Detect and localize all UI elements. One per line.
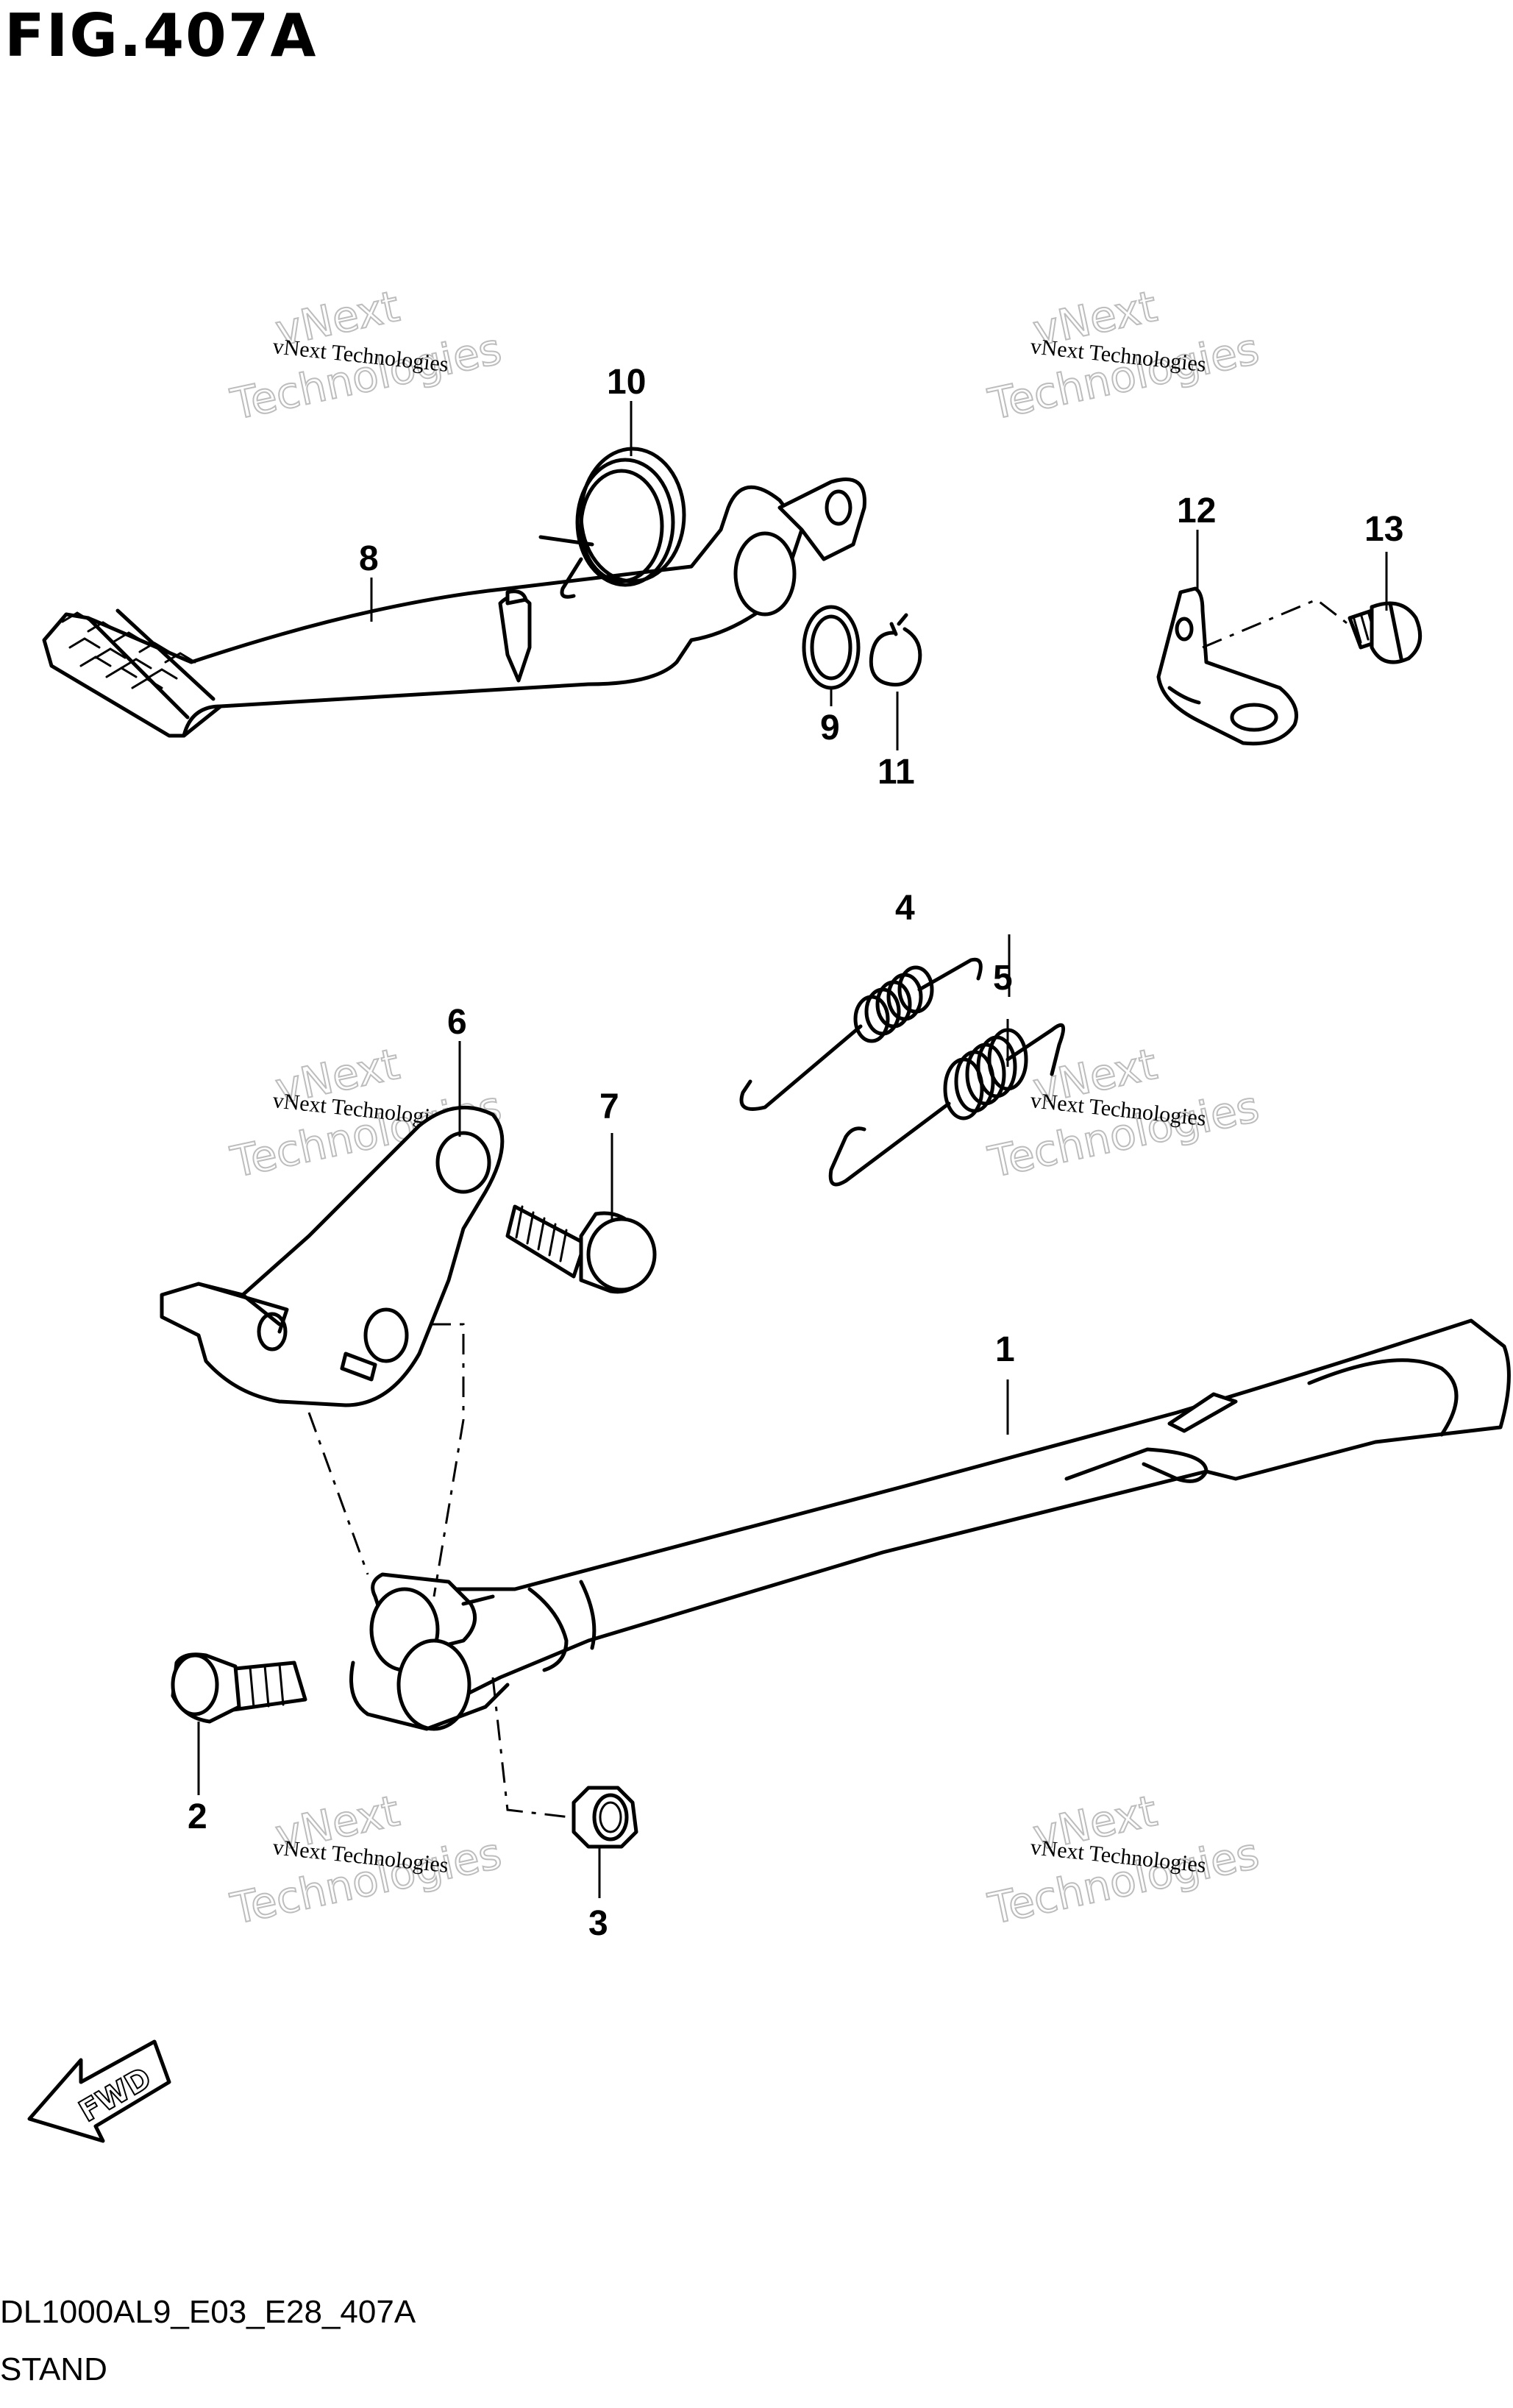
callout-6: 6: [447, 1003, 467, 1042]
callout-1: 1: [995, 1330, 1015, 1369]
callout-13: 13: [1364, 510, 1403, 549]
callout-5: 5: [993, 959, 1013, 998]
watermark-bottom-left: vNext Technologies vNext Technologies: [226, 1785, 507, 1935]
pivot-bolt-icon: [171, 1652, 307, 1724]
screw-icon: [1348, 601, 1423, 664]
leader-lines: [197, 401, 1388, 1898]
spring-icon: [739, 957, 983, 1111]
figure-title: FIG.407A: [4, 1, 318, 70]
callout-labels: 1 2 3 4 5 6 7 8 9 10 11 12 13: [188, 363, 1403, 1943]
callout-9: 9: [820, 708, 840, 747]
bracket-icon: [160, 1105, 505, 1407]
callout-7: 7: [599, 1087, 619, 1126]
circlip-icon: [869, 613, 922, 687]
figure-name: STAND: [0, 2351, 107, 2387]
callout-12: 12: [1177, 491, 1216, 530]
fwd-arrow-icon: FWD: [27, 2039, 171, 2143]
watermark-large-line2: Technologies: [984, 324, 1264, 430]
figure-code: DL1000AL9_E03_E28_407A: [0, 2294, 416, 2330]
watermark-bottom-right: vNext Technologies vNext Technologies: [983, 1785, 1264, 1935]
callout-3: 3: [588, 1904, 608, 1943]
callout-4: 4: [895, 889, 915, 928]
watermark-large-line2: Technologies: [227, 324, 506, 430]
watermark-top-left: vNext Technologies vNext Technologies: [226, 280, 507, 430]
callout-8: 8: [359, 539, 379, 578]
callout-10: 10: [607, 363, 646, 402]
callout-11: 11: [877, 753, 915, 792]
return-spring-icon: [538, 447, 686, 599]
washer-icon: [802, 605, 861, 690]
side-stand-icon: [349, 1318, 1511, 1731]
nut-icon: [572, 1786, 638, 1849]
brake-pedal-icon: [42, 477, 866, 738]
watermark-top-right: vNext Technologies vNext Technologies: [983, 280, 1264, 430]
bolt-icon: [505, 1204, 657, 1294]
spring-icon: [828, 1023, 1066, 1187]
callout-2: 2: [188, 1797, 207, 1836]
clamp-icon: [1156, 586, 1298, 746]
